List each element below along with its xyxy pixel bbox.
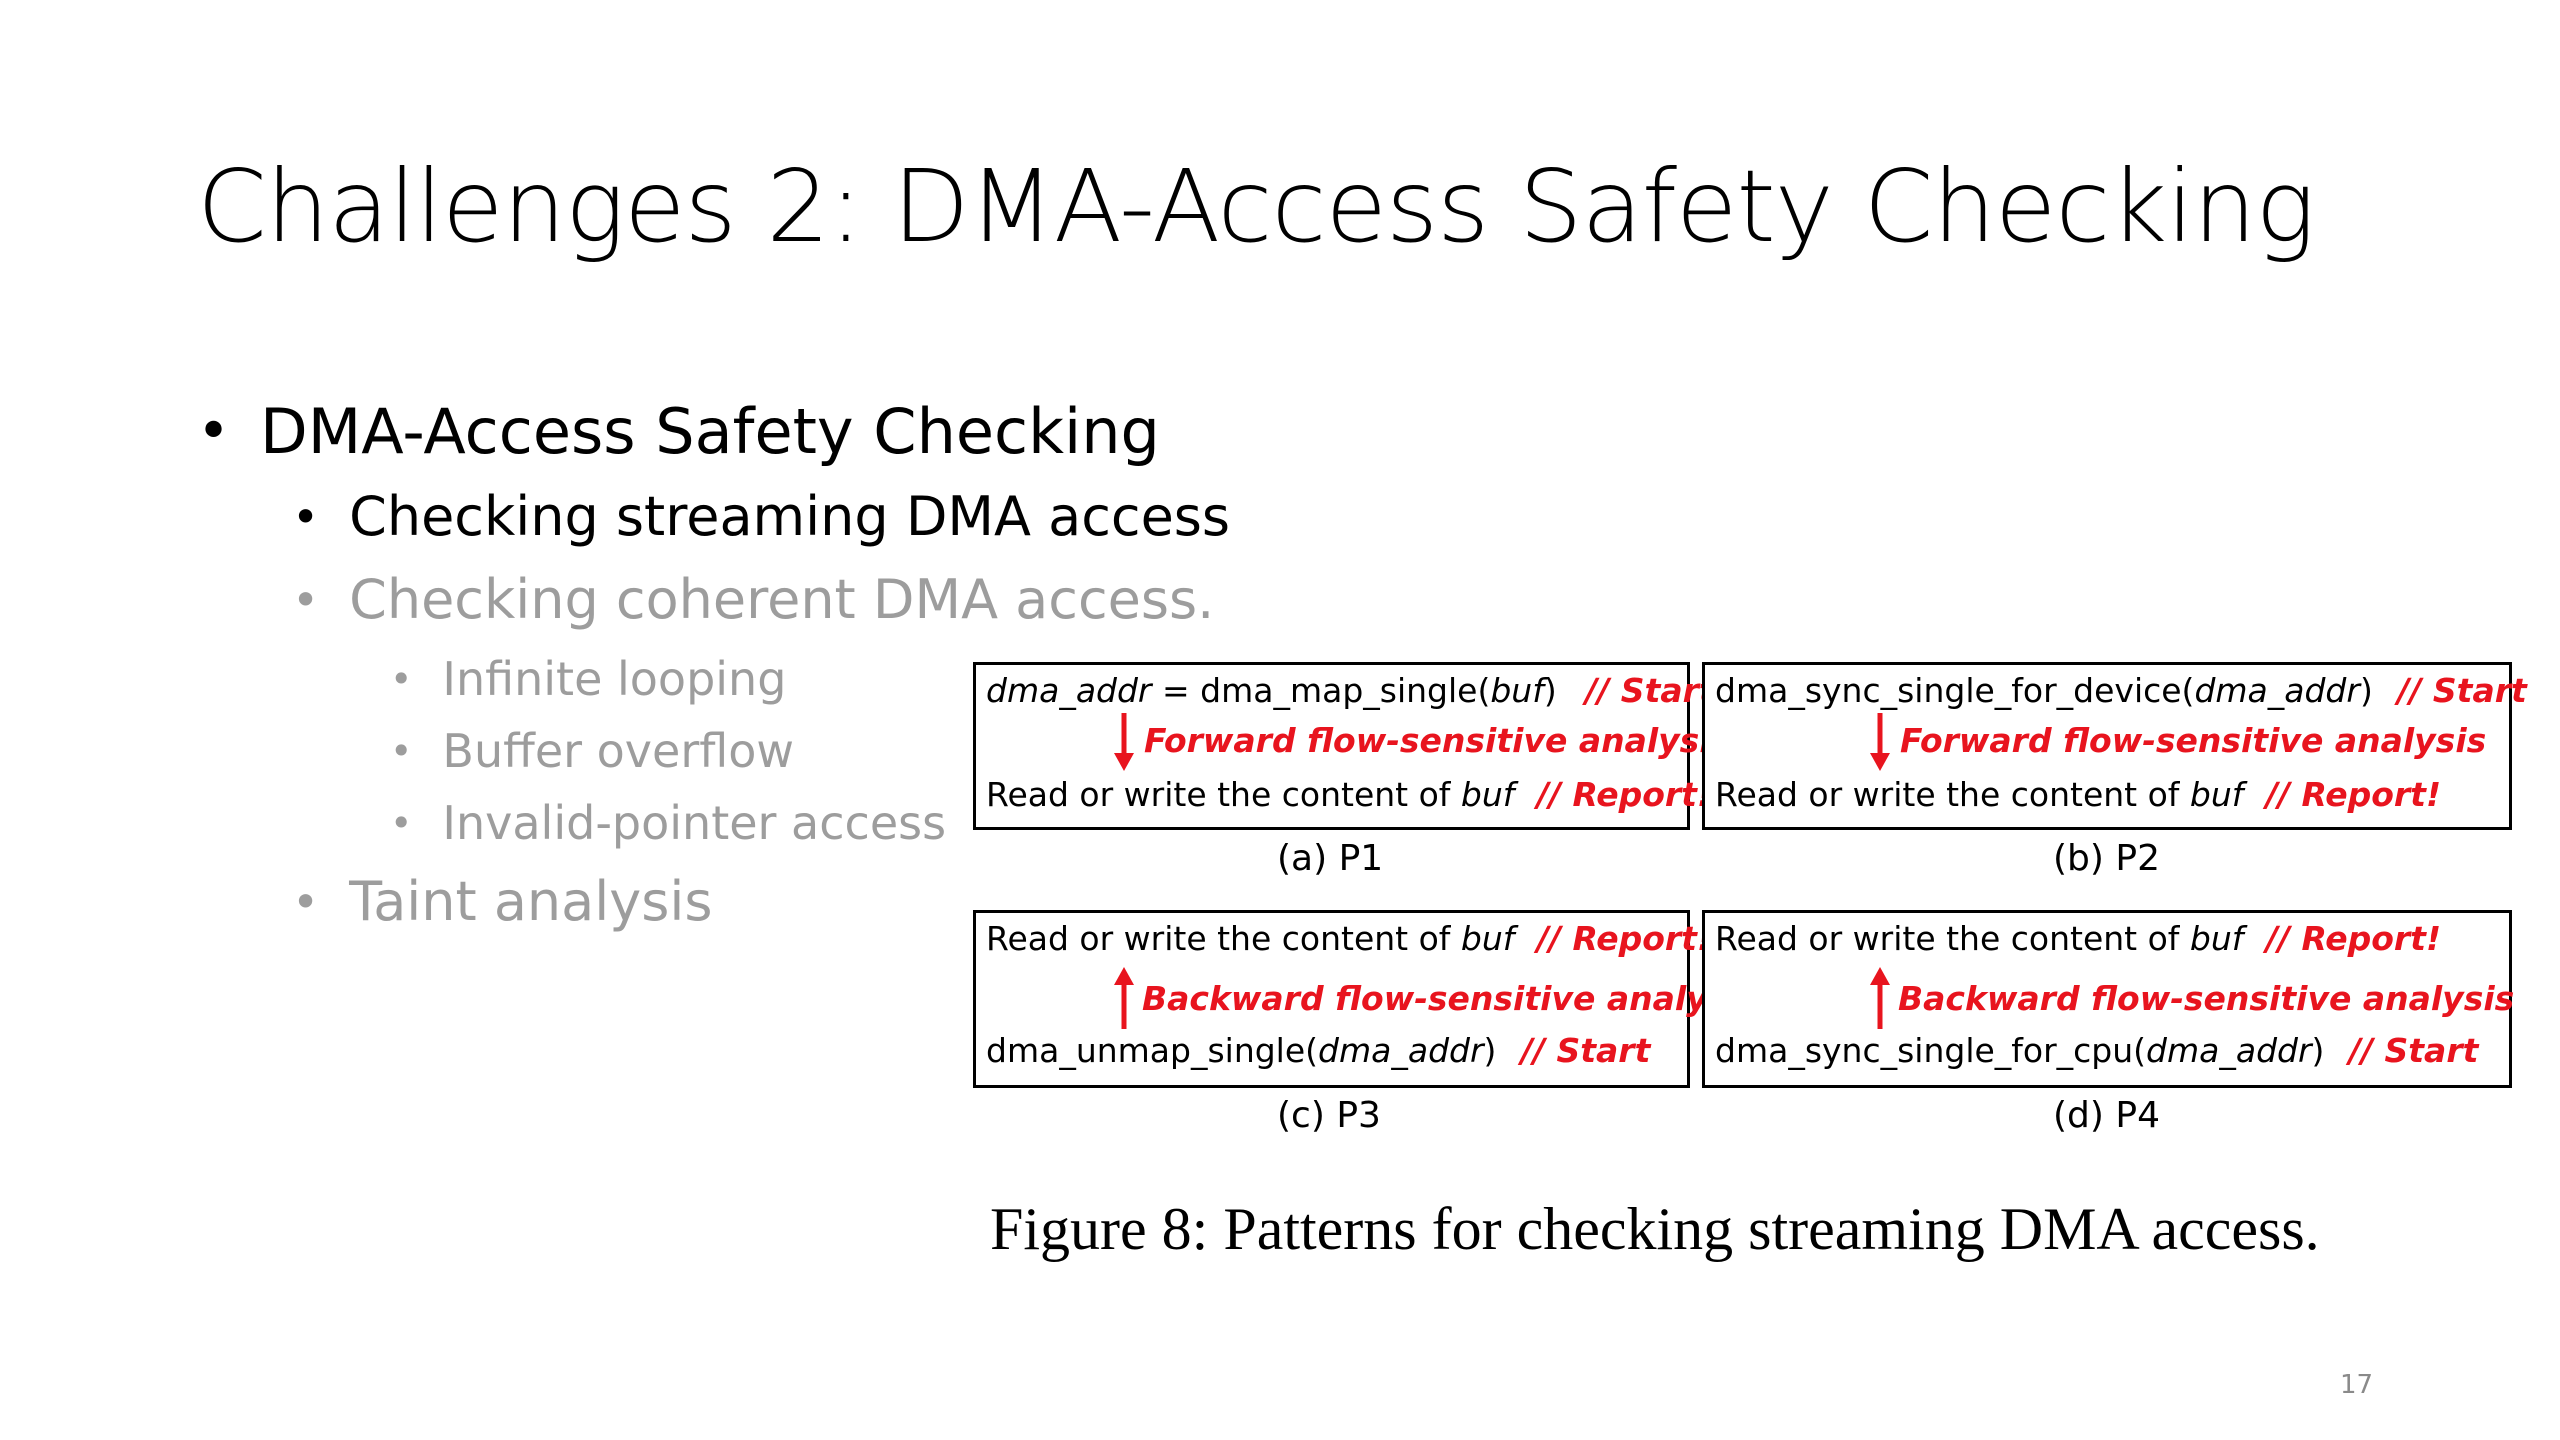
down-arrow-icon: [1868, 713, 1892, 773]
code-text: Read or write the content of: [1715, 919, 2190, 958]
bullet-dot: •: [292, 489, 320, 544]
analysis-label: Forward flow-sensitive analysis: [1900, 721, 2487, 760]
pattern-box-p2: dma_sync_single_for_device(dma_addr) // …: [1702, 662, 2527, 830]
pattern-line: dma_addr = dma_map_single(buf) // Start: [986, 671, 1715, 710]
pattern-line: Read or write the content of buf // Repo…: [1715, 775, 2441, 814]
bullet-dot: •: [292, 572, 320, 627]
bullet-dot: •: [390, 657, 413, 701]
code-text: dma_unmap_single(: [986, 1031, 1319, 1070]
bullet-text: Taint analysis: [349, 870, 713, 933]
up-arrow-icon: [1868, 967, 1892, 1029]
pattern-line: Read or write the content of buf // Repo…: [986, 919, 1712, 958]
page-number: 17: [2340, 1370, 2374, 1400]
pattern-box-p3: Read or write the content of buf // Repo…: [973, 910, 1758, 1088]
bullet-text: Checking coherent DMA access.: [349, 568, 1215, 631]
bullet-level2: • Taint analysis: [292, 870, 712, 933]
bullet-text: Invalid-pointer access: [442, 796, 947, 850]
bullet-text: Infinite looping: [442, 652, 787, 706]
analysis-label: Backward flow-sensitive analysis: [1142, 979, 1759, 1018]
code-arg: buf: [2189, 919, 2244, 958]
pattern-line: dma_sync_single_for_device(dma_addr) // …: [1715, 671, 2527, 710]
code-text: ): [2359, 671, 2373, 710]
code-text: ): [1543, 671, 1557, 710]
report-comment: // Report!: [2265, 775, 2442, 814]
pattern-line: Read or write the content of buf // Repo…: [986, 775, 1712, 814]
code-arg: dma_addr: [2194, 671, 2360, 710]
start-comment: // Start: [1520, 1031, 1651, 1070]
code-arg: buf: [1460, 775, 1515, 814]
report-comment: // Report!: [1536, 775, 1713, 814]
code-var: dma_addr: [986, 671, 1152, 710]
analysis-label: Backward flow-sensitive analysis: [1898, 979, 2515, 1018]
panel-label: (d) P4: [2053, 1095, 2160, 1136]
bullet-dot: •: [292, 874, 320, 929]
start-comment: // Start: [2397, 671, 2527, 710]
bullet-text: DMA-Access Safety Checking: [260, 395, 1160, 468]
bullet-level3: • Infinite looping: [390, 652, 786, 706]
bullet-level1: • DMA-Access Safety Checking: [197, 395, 1160, 468]
code-text: ): [2311, 1031, 2325, 1070]
bullet-level3: • Invalid-pointer access: [390, 796, 946, 850]
panel-label: (c) P3: [1277, 1095, 1381, 1136]
pattern-box-p1: dma_addr = dma_map_single(buf) // Start …: [973, 662, 1730, 830]
code-text: Read or write the content of: [986, 919, 1461, 958]
analysis-label: Forward flow-sensitive analysis: [1144, 721, 1731, 760]
down-arrow-icon: [1112, 713, 1136, 773]
slide-title: Challenges 2: DMA-Access Safety Checking: [197, 148, 2315, 265]
pattern-box-p4: Read or write the content of buf // Repo…: [1702, 910, 2515, 1088]
pattern-line: Read or write the content of buf // Repo…: [1715, 919, 2441, 958]
bullet-text: Checking streaming DMA access: [349, 485, 1231, 548]
pattern-line: dma_unmap_single(dma_addr) // Start: [986, 1031, 1650, 1070]
panel-label: (a) P1: [1277, 838, 1384, 879]
bullet-level2: • Checking coherent DMA access.: [292, 568, 1214, 631]
code-text: Read or write the content of: [986, 775, 1461, 814]
bullet-level2: • Checking streaming DMA access: [292, 485, 1230, 548]
code-arg: dma_addr: [2146, 1031, 2312, 1070]
bullet-dot: •: [197, 399, 231, 464]
bullet-dot: •: [390, 729, 413, 773]
start-comment: // Start: [1585, 671, 1715, 710]
code-text: dma_sync_single_for_cpu(: [1715, 1031, 2147, 1070]
start-comment: // Start: [2348, 1031, 2479, 1070]
bullet-dot: •: [390, 801, 413, 845]
report-comment: // Report!: [2265, 919, 2442, 958]
code-arg: buf: [1490, 671, 1544, 710]
panel-label: (b) P2: [2053, 838, 2160, 879]
code-text: dma_sync_single_for_device(: [1715, 671, 2195, 710]
code-text: = dma_map_single(: [1151, 671, 1491, 710]
code-arg: buf: [2189, 775, 2244, 814]
bullet-level3: • Buffer overflow: [390, 724, 794, 778]
code-arg: dma_addr: [1318, 1031, 1484, 1070]
code-text: Read or write the content of: [1715, 775, 2190, 814]
pattern-line: dma_sync_single_for_cpu(dma_addr) // Sta…: [1715, 1031, 2478, 1070]
code-arg: buf: [1460, 919, 1515, 958]
figure-caption: Figure 8: Patterns for checking streamin…: [990, 1196, 2320, 1262]
up-arrow-icon: [1112, 967, 1136, 1029]
report-comment: // Report!: [1536, 919, 1713, 958]
bullet-text: Buffer overflow: [442, 724, 794, 778]
code-text: ): [1483, 1031, 1497, 1070]
